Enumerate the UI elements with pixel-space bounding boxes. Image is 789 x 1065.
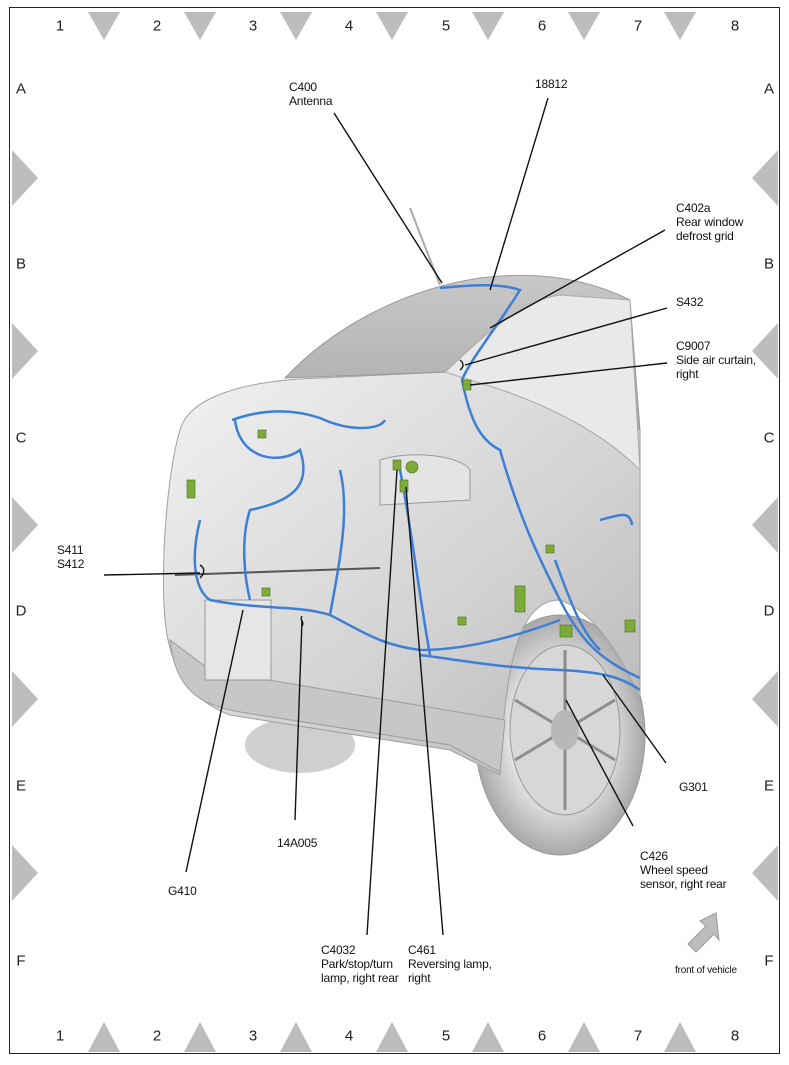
grid-row-right-a: A [763, 80, 775, 98]
callout-c461-desc-1: Reversing lamp, [408, 957, 492, 971]
grid-row-left-d: D [15, 602, 27, 620]
grid-col-top-2: 2 [152, 17, 162, 35]
callout-c402a-desc-1: Rear window [676, 215, 744, 229]
callout-c4032-desc-1: Park/stop/turn [321, 957, 393, 971]
callout-g301: G301 [679, 780, 708, 794]
grid-col-top-7: 7 [633, 17, 643, 35]
callout-g410: G410 [168, 884, 197, 898]
callout-g410-id: G410 [168, 884, 197, 898]
grid-row-left-a: A [15, 80, 27, 98]
grid-row-right-f: F [764, 952, 774, 970]
callout-c461: C461 Reversing lamp, right [408, 943, 492, 985]
grid-col-top-5: 5 [441, 17, 451, 35]
callout-c402a-id: C402a [676, 201, 711, 215]
grid-col-top-1: 1 [55, 17, 65, 35]
grid-col-bottom-5: 5 [441, 1027, 451, 1045]
vehicle-body [162, 207, 646, 856]
grid-col-bottom-6: 6 [537, 1027, 547, 1045]
callout-14a005: 14A005 [277, 836, 317, 850]
grid-row-right-e: E [763, 777, 775, 795]
grid-col-bottom-7: 7 [633, 1027, 643, 1045]
callout-c9007-desc-2: right [676, 367, 699, 381]
front-of-vehicle-arrow [687, 912, 720, 953]
grid-col-top-4: 4 [344, 17, 354, 35]
splice-markers [199, 359, 464, 627]
grid-row-left-f: F [16, 952, 26, 970]
callout-c4032: C4032 Park/stop/turn lamp, right rear [321, 943, 399, 985]
callout-c426-desc-1: Wheel speed [640, 863, 708, 877]
leader-lines [103, 97, 668, 936]
callout-s412-id: S412 [57, 557, 85, 571]
callout-c9007-desc-1: Side air curtain, [676, 353, 756, 367]
grid-row-right-b: B [763, 255, 775, 273]
callout-18812-id: 18812 [535, 77, 568, 91]
grid-col-bottom-3: 3 [248, 1027, 258, 1045]
left-grid-markers [12, 150, 38, 901]
grid-row-right-d: D [763, 602, 775, 620]
callout-c426-id: C426 [640, 849, 668, 863]
callout-c400-desc: Antenna [289, 94, 333, 108]
callout-g301-id: G301 [679, 780, 708, 794]
callout-c402a-desc-2: defrost grid [676, 229, 734, 243]
callout-c426-desc-2: sensor, right rear [640, 877, 727, 891]
callout-s432-id: S432 [676, 295, 704, 309]
connectors [186, 379, 636, 638]
diagram-frame [9, 7, 780, 1054]
callout-c461-desc-2: right [408, 971, 431, 985]
grid-col-top-6: 6 [537, 17, 547, 35]
grid-row-left-b: B [15, 255, 27, 273]
grid-col-top-3: 3 [248, 17, 258, 35]
top-grid-markers [88, 12, 696, 40]
callout-c9007-id: C9007 [676, 339, 711, 353]
callout-s411-s412: S411 S412 [57, 543, 84, 571]
wiring-harness [193, 284, 641, 692]
callout-c400-id: C400 [289, 80, 317, 94]
callout-c9007: C9007 Side air curtain, right [676, 339, 756, 381]
grid-row-left-c: C [15, 429, 27, 447]
callout-c426: C426 Wheel speed sensor, right rear [640, 849, 727, 891]
callout-18812: 18812 [535, 77, 568, 91]
grid-col-bottom-2: 2 [152, 1027, 162, 1045]
callout-c4032-desc-2: lamp, right rear [321, 971, 399, 985]
callout-c400: C400 Antenna [289, 80, 333, 108]
callout-s411-id: S411 [57, 543, 84, 557]
callout-s432: S432 [676, 295, 703, 309]
right-grid-markers [752, 150, 778, 901]
callout-14a005-id: 14A005 [277, 836, 318, 850]
grid-col-top-8: 8 [730, 17, 740, 35]
grid-row-left-e: E [15, 777, 27, 795]
callout-c4032-id: C4032 [321, 943, 356, 957]
grid-col-bottom-8: 8 [730, 1027, 740, 1045]
bottom-grid-markers [88, 1022, 696, 1052]
front-of-vehicle-label: front of vehicle [675, 965, 737, 976]
grid-row-right-c: C [763, 429, 775, 447]
grid-col-bottom-1: 1 [55, 1027, 65, 1045]
callout-c402a: C402a Rear window defrost grid [676, 201, 743, 243]
callout-c461-id: C461 [408, 943, 436, 957]
grid-col-bottom-4: 4 [344, 1027, 354, 1045]
